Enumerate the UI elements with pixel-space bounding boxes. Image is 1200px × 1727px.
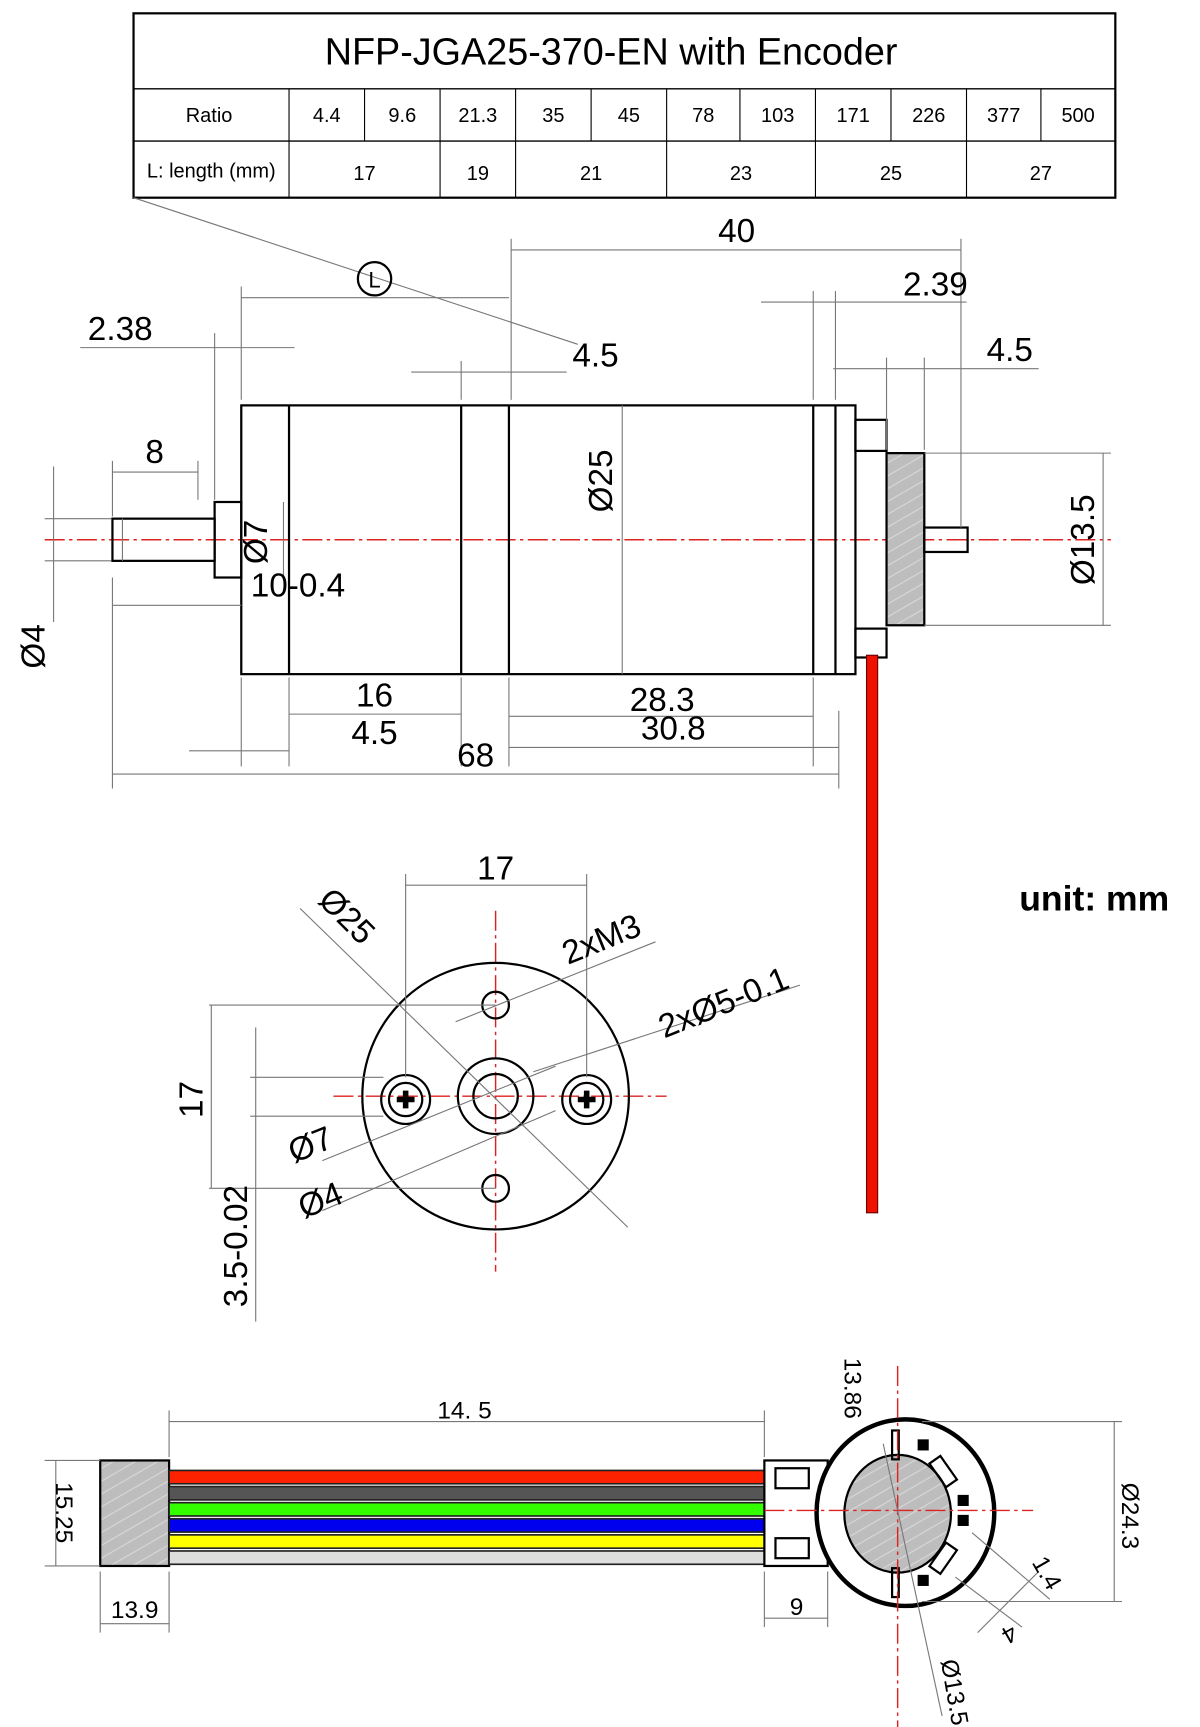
dim-14-5: 14. 5: [437, 1397, 491, 1424]
ratio-cell: 4.4: [313, 105, 341, 127]
dim-17-vertical: 17: [173, 1081, 210, 1118]
dim-40: 40: [718, 213, 755, 250]
dim-4-5-encoder: 4.5: [987, 332, 1033, 369]
terminal-top: [854, 418, 888, 453]
dim-dia-7-front: Ø7: [283, 1120, 338, 1171]
dim-dia-4: Ø4: [16, 624, 53, 668]
wire-5: [168, 1550, 766, 1566]
ratio-cell: 78: [692, 105, 714, 127]
dim-13-9: 13.9: [111, 1597, 159, 1624]
dim-dia-7: Ø7: [238, 520, 275, 564]
dim-1-4: 1.4: [1026, 1552, 1066, 1595]
length-cell: 19: [467, 163, 489, 185]
shaft-end: [472, 1072, 519, 1120]
dim-13-86: 13.86: [838, 1358, 865, 1419]
L-marker: L: [368, 268, 380, 293]
red-wire: [865, 654, 879, 1214]
unit-label: unit: mm: [1019, 879, 1169, 919]
dim-2-39: 2.39: [903, 266, 968, 303]
spec-table: NFP-JGA25-370-EN with Encoder Ratio L: l…: [132, 12, 1117, 199]
wire-3: [168, 1517, 766, 1533]
encoder-view: 14. 5 15.25 13.9 9 13.86 Ø24.3 1.4 4 Ø13…: [44, 1358, 1143, 1727]
shaft-boss: [456, 1057, 535, 1136]
ratio-label: Ratio: [186, 105, 233, 127]
length-cell: 23: [730, 163, 752, 185]
wire-4: [168, 1534, 766, 1550]
L-leader-line: [133, 197, 578, 345]
ratio-cell: 21.3: [458, 105, 497, 127]
output-shaft: [111, 517, 216, 562]
dim-3-5: 3.5-0.02: [218, 1185, 255, 1307]
rear-shaft: [923, 526, 969, 554]
screw-left: [380, 1073, 432, 1126]
length-cell: 25: [880, 163, 902, 185]
cable-connector: [99, 1459, 171, 1568]
table-title: NFP-JGA25-370-EN with Encoder: [325, 31, 898, 73]
L-marker-circle: [356, 260, 393, 297]
dim-2-38: 2.38: [88, 311, 153, 348]
ratio-cell: 45: [618, 105, 640, 127]
dim-10-0-4: 10-0.4: [251, 567, 345, 604]
dim-4: 4: [996, 1618, 1021, 1648]
dim-dia-13-5-encoder: Ø13.5: [935, 1657, 973, 1727]
wire-1: [168, 1485, 766, 1501]
length-cell: 17: [353, 163, 375, 185]
dim-8: 8: [145, 434, 164, 471]
dim-4-5-gear: 4.5: [572, 338, 618, 375]
screw-right: [561, 1073, 613, 1126]
ratio-cell: 103: [761, 105, 794, 127]
dim-dia-24-3: Ø24.3: [1116, 1483, 1143, 1550]
dim-dia-4-front: Ø4: [293, 1175, 348, 1226]
wire-0: [168, 1469, 766, 1485]
length-cell: 27: [1030, 163, 1052, 185]
dim-9: 9: [790, 1594, 804, 1621]
dim-68: 68: [457, 737, 494, 774]
ratio-cell: 377: [987, 105, 1020, 127]
length-label: L: length (mm): [147, 161, 276, 183]
dim-15-25: 15.25: [50, 1482, 77, 1543]
ratio-cell: 35: [542, 105, 564, 127]
dim-dia-25-front: Ø25: [311, 881, 382, 952]
dim-dia-13-5: Ø13.5: [1065, 494, 1102, 585]
front-view: 17 Ø25 2xM3 2xØ5-0.1 17 Ø7 Ø4 3.5-0.02: [173, 851, 801, 1322]
terminal-bottom: [854, 627, 888, 659]
wire-2: [168, 1501, 766, 1517]
front-face: [361, 961, 630, 1231]
dim-30-8: 30.8: [641, 711, 706, 748]
dim-dia-25: Ø25: [583, 449, 620, 512]
length-cell: 21: [580, 163, 602, 185]
ratio-cell: 500: [1061, 105, 1094, 127]
dim-2xM3: 2xM3: [557, 907, 646, 972]
dim-4-5-front: 4.5: [351, 715, 397, 752]
ratio-cell: 171: [837, 105, 870, 127]
ratio-cell: 9.6: [388, 105, 416, 127]
ratio-cell: 226: [912, 105, 945, 127]
side-view: L: [16, 197, 1111, 1214]
encoder-disk: [885, 452, 926, 627]
dim-17-horizontal: 17: [477, 851, 514, 888]
dim-16: 16: [356, 677, 393, 714]
dim-2x-dia-5: 2xØ5-0.1: [653, 960, 794, 1046]
dim-28-3: 28.3: [630, 682, 695, 719]
